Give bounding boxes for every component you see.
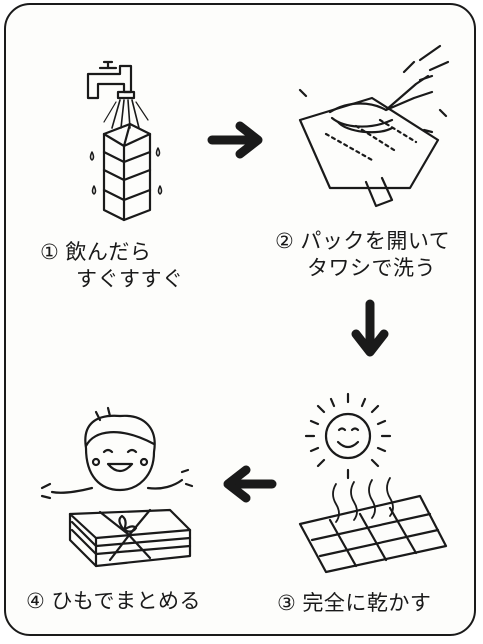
step-text-line2: すぐすすぐ (76, 267, 184, 291)
rinse-carton-icon (86, 60, 163, 222)
arrow-left-icon (223, 465, 277, 503)
bundle-person-icon (40, 406, 194, 568)
step-text-line2: タワシで洗う (307, 256, 436, 280)
scrub-carton-icon (298, 44, 450, 208)
step-text-line1: ひもでまとめる (51, 589, 201, 613)
step-text-line1: 完全に乾かす (302, 591, 432, 615)
step-text-line1: パックを開いて (300, 229, 451, 253)
arrow-right-icon (207, 121, 263, 159)
instruction-card (4, 3, 476, 636)
step-number: ② (275, 229, 295, 253)
step-number: ① (40, 240, 60, 264)
step-number: ④ (26, 589, 46, 613)
sun-drying-icon (298, 392, 448, 574)
step-text-line1: 飲んだら (65, 240, 152, 264)
step-number: ③ (277, 591, 297, 615)
arrow-down-icon (351, 299, 389, 357)
